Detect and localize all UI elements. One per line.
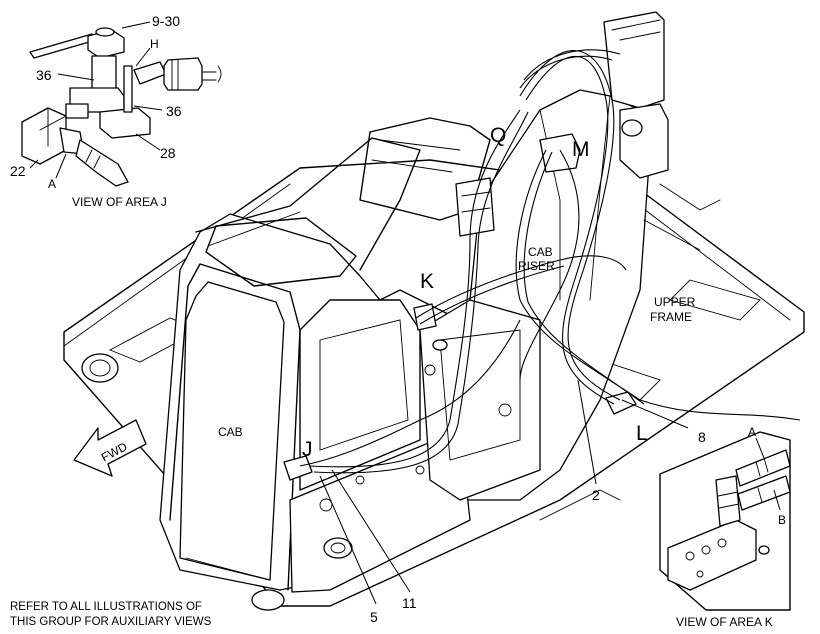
callout-11: 11 <box>402 595 417 611</box>
callout-a-area-k: A <box>748 425 756 439</box>
upper-frame-label-line1: UPPER <box>654 295 696 309</box>
callout-5: 5 <box>370 609 378 625</box>
forward-arrow: FWD <box>73 419 147 477</box>
valve-block-m <box>539 133 581 173</box>
view-area-k-label: VIEW OF AREA K <box>676 615 773 629</box>
callout-2: 2 <box>592 487 600 503</box>
hose-a <box>75 139 129 187</box>
cab-roof <box>195 137 421 271</box>
fitting-l <box>605 391 637 415</box>
base-block <box>99 107 151 139</box>
main-assembly: Q M K J L 8 2 5 11 CAB CAB RISER UPPER F… <box>63 11 805 625</box>
fitting-k <box>413 303 437 331</box>
block-22 <box>21 107 67 165</box>
cab-door-window <box>179 281 285 581</box>
footer-note-line2: THIS GROUP FOR AUXILIARY VIEWS <box>10 616 212 628</box>
frame-boss-bottom <box>251 589 285 611</box>
valve-handle <box>29 33 97 59</box>
cab-label: CAB <box>218 425 243 439</box>
hose-a-k <box>735 449 791 487</box>
view-area-j-label: VIEW OF AREA J <box>72 195 167 209</box>
inset-k-border <box>659 431 791 611</box>
callout-h: H <box>150 37 159 51</box>
inset-view-area-j: 9-30 H 36 36 28 22 A VIEW OF AREA J <box>10 13 222 209</box>
cab-roof-window <box>205 217 357 287</box>
valve-cap <box>95 27 115 37</box>
tube-h <box>123 65 133 113</box>
fitting-j <box>283 455 313 481</box>
cab-riser-label-line2: RISER <box>518 259 555 273</box>
rear-cab-bulkhead <box>359 117 491 221</box>
callout-a-area-j: A <box>48 177 56 191</box>
callout-9-30: 9-30 <box>152 13 180 29</box>
riser-cylinder <box>619 103 669 179</box>
frame-boss-left <box>81 353 119 383</box>
footer-note-line1: REFER TO ALL ILLUSTRATIONS OF <box>10 601 202 613</box>
callout-j: J <box>302 438 313 461</box>
callout-28: 28 <box>160 145 176 161</box>
hose-b-k <box>737 475 791 511</box>
callout-q: Q <box>490 124 506 147</box>
fwd-arrow-icon <box>73 419 147 477</box>
hose-bundle <box>299 49 801 474</box>
valve-block-q <box>455 177 495 237</box>
manifold-block <box>667 519 757 591</box>
elbow-h <box>133 61 167 85</box>
side-panel <box>419 299 541 501</box>
callout-8: 8 <box>698 429 706 445</box>
callout-22: 22 <box>10 163 26 179</box>
coupler-h <box>163 57 203 91</box>
callout-k: K <box>420 270 434 293</box>
callout-36-upper: 36 <box>36 67 52 83</box>
callout-l: L <box>636 422 648 445</box>
valve-stem <box>91 55 117 91</box>
cab-riser-label-line1: CAB <box>528 245 553 259</box>
riser-top-block <box>603 11 665 109</box>
footer-note: REFER TO ALL ILLUSTRATIONS OF THIS GROUP… <box>10 601 212 628</box>
cab-door-frame <box>169 263 301 591</box>
callout-m: M <box>572 138 590 161</box>
link-tube <box>65 103 89 119</box>
inset-view-area-k: A B VIEW OF AREA K <box>659 425 791 629</box>
callout-36-lower: 36 <box>166 103 182 119</box>
tee-fitting-k <box>715 475 741 527</box>
upper-frame-label-line2: FRAME <box>650 310 692 324</box>
callout-b-area-k: B <box>778 513 786 527</box>
